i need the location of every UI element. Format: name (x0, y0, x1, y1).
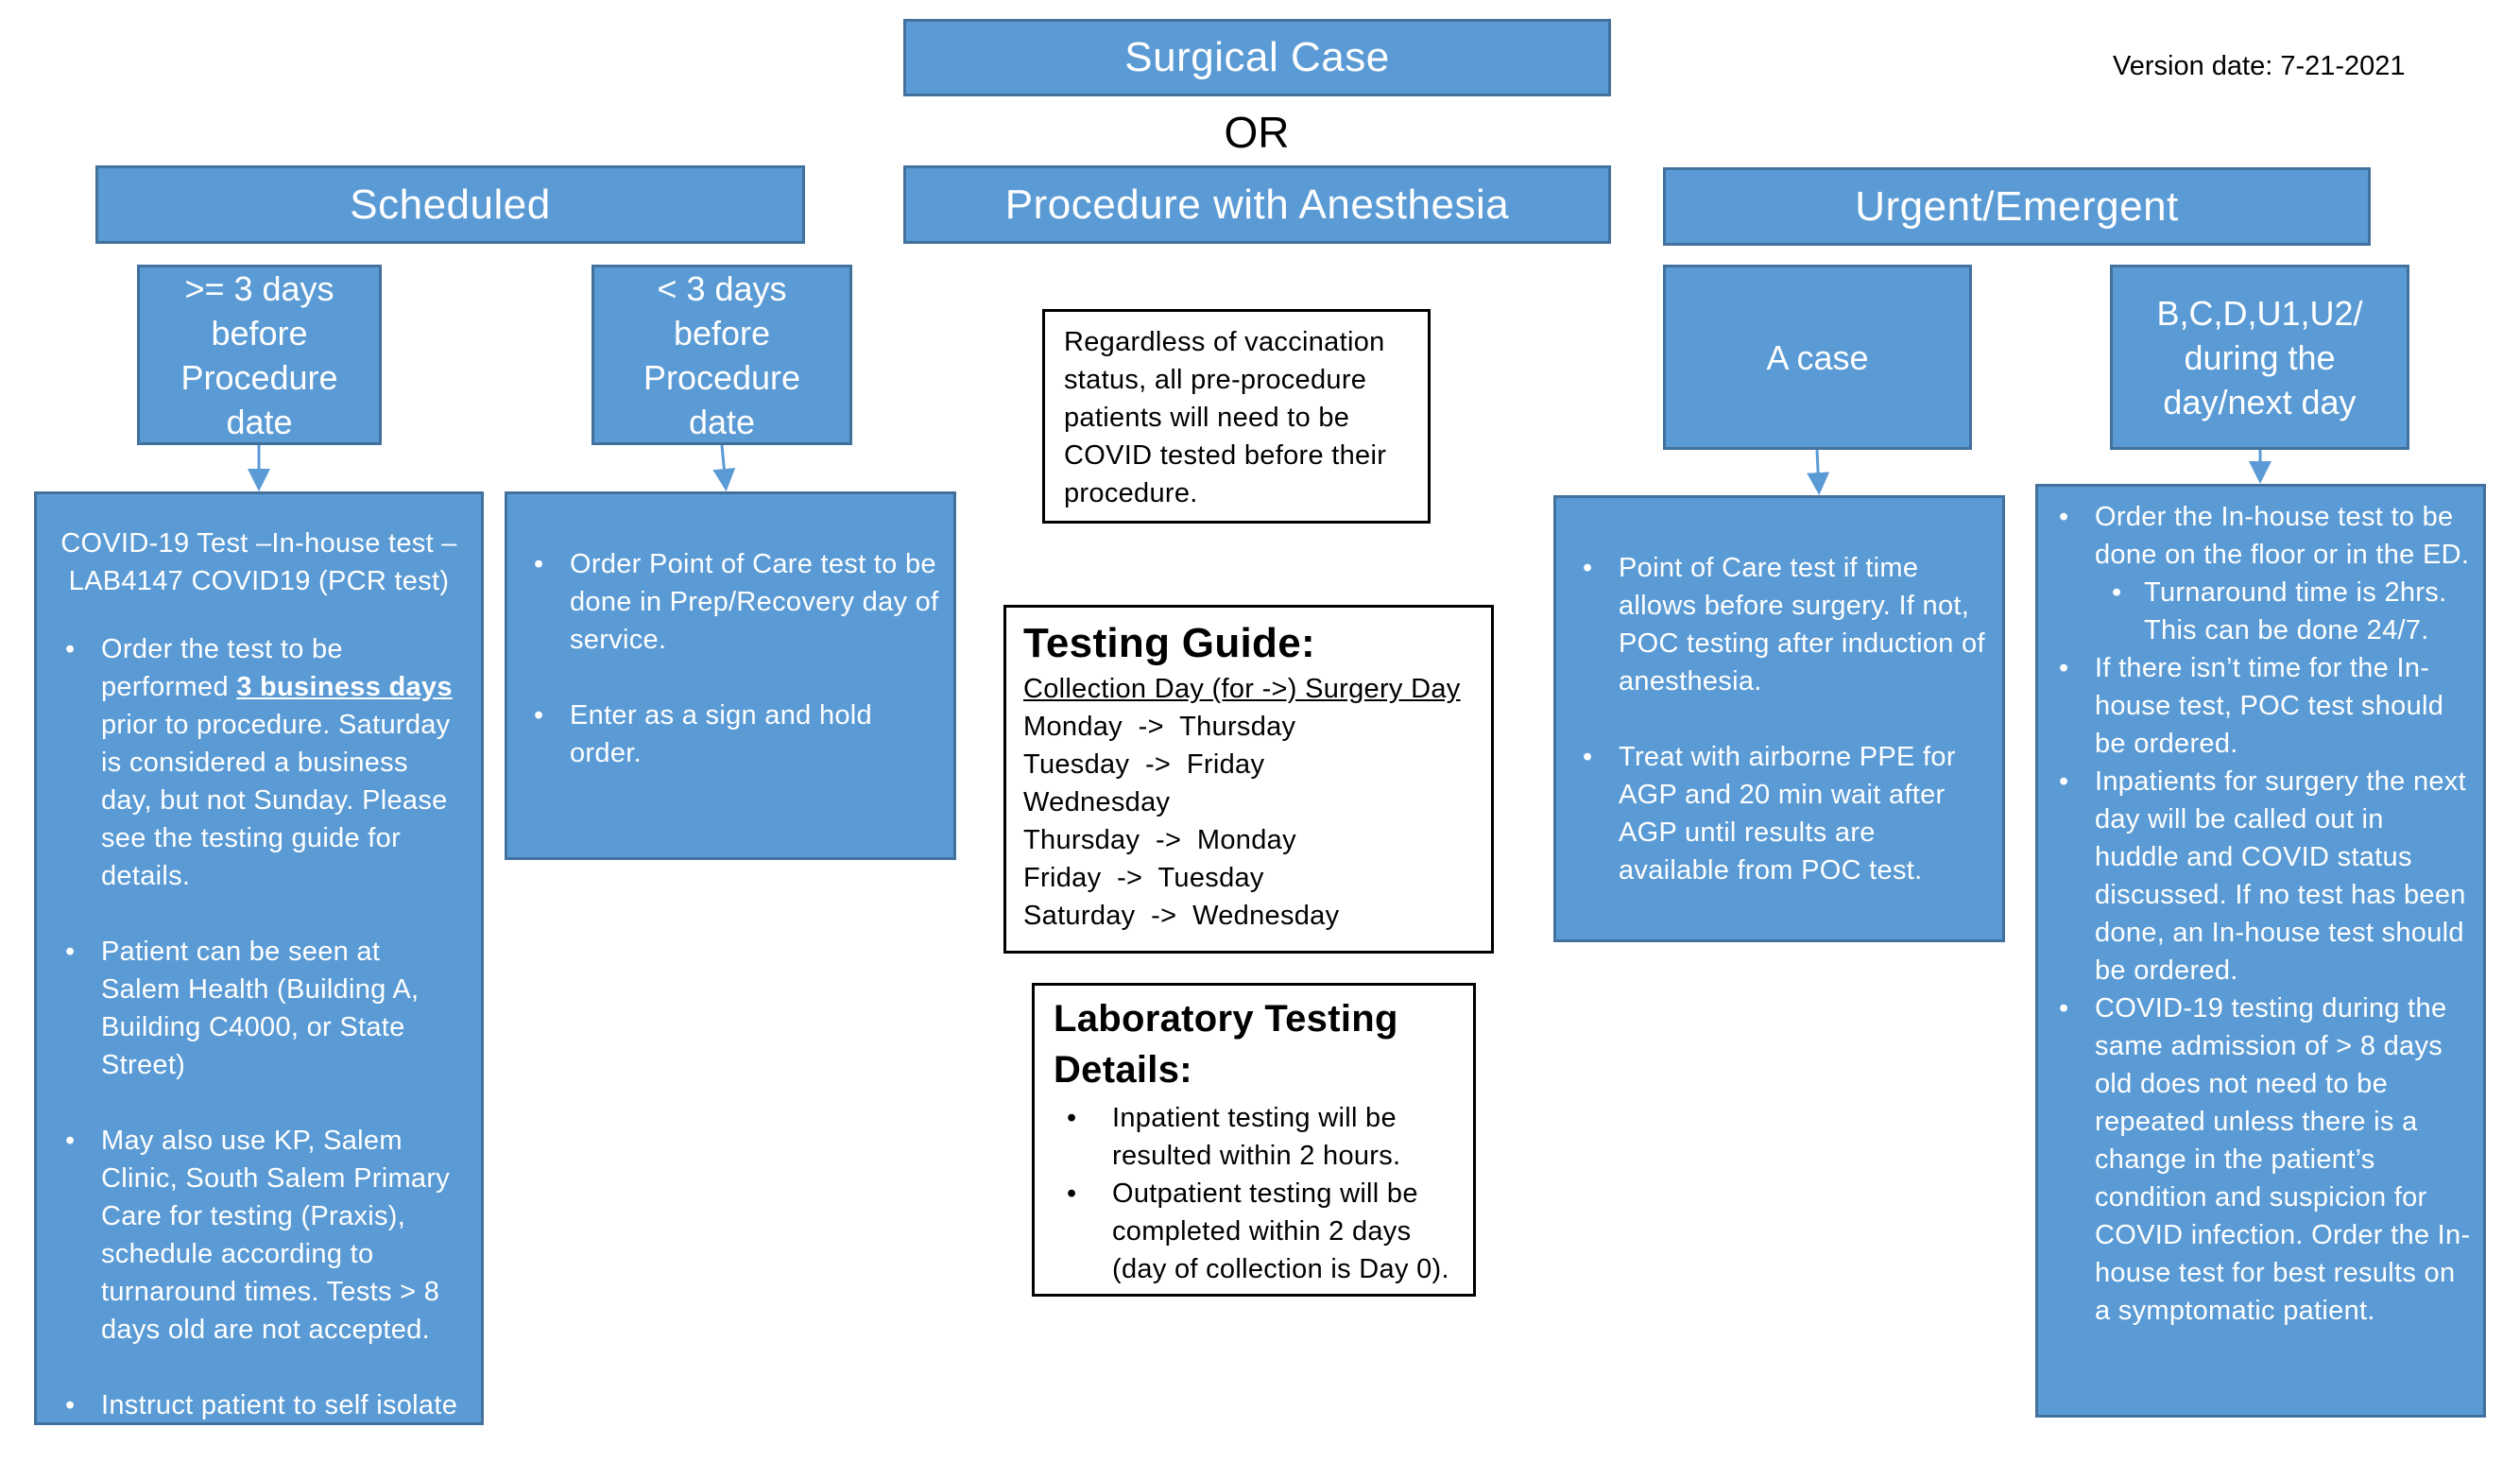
or-label: OR (1224, 108, 1290, 157)
testing-guide-row: Friday -> Tuesday (1023, 863, 1264, 893)
bcd-sub-bullet-list: Turnaround time is 2hrs. This can be don… (2049, 574, 2472, 649)
lab-details-title: Laboratory Testing Details: (1054, 993, 1454, 1095)
arrow-lt3-to-details (712, 444, 736, 491)
bcd-case-line-2: during the (2184, 337, 2336, 377)
vaccination-note-text: Regardless of vaccination status, all pr… (1064, 327, 1387, 508)
bcd-bullet-admission: COVID-19 testing during the same admissi… (2049, 989, 2472, 1330)
a-case-bullet-poc: Point of Care test if time allows before… (1569, 549, 1989, 700)
arrow-a-case-to-details (1807, 449, 1830, 495)
ge3-days-line-1: >= 3 days (184, 268, 334, 308)
three-business-days-emphasis: 3 business days (236, 672, 453, 702)
testing-guide-row: Thursday -> Monday (1023, 825, 1296, 855)
lt3-bullet-poc-test: Order Point of Care test to be done in P… (521, 545, 940, 659)
bcd-case-line-1: B,C,D,U1,U2/ (2156, 293, 2363, 333)
lt3-days-line-1: < 3 days (657, 268, 787, 308)
ge3-bullet-other-clinics: May also use KP, Salem Clinic, South Sal… (56, 1122, 462, 1349)
ge3-days-line-3: Procedure (180, 357, 338, 397)
ge3-bullet-order-suffix: prior to procedure. Saturday is consider… (101, 710, 451, 891)
a-case-box: A case (1663, 265, 1972, 450)
version-date: Version date: 7-21-2021 (2113, 51, 2406, 81)
ge3-days-line-2: before (211, 313, 308, 353)
covid-test-title-line-2: LAB4147 COVID19 (PCR test) (68, 566, 450, 596)
testing-guide-title: Testing Guide: (1023, 620, 1315, 666)
bcd-bullet-poc-fallback: If there isn’t time for the In-house tes… (2049, 649, 2472, 763)
lt3-days-line-3: Procedure (643, 357, 801, 397)
covid-test-title-line-1: COVID-19 Test –In-house test – (60, 528, 457, 559)
covid-test-title: COVID-19 Test –In-house test – LAB4147 C… (56, 525, 462, 600)
testing-guide-column-header: Collection Day (for ->) Surgery Day (1023, 674, 1461, 704)
testing-guide-row: Tuesday -> Friday (1023, 749, 1265, 780)
vaccination-note-box: Regardless of vaccination status, all pr… (1042, 309, 1431, 524)
procedure-with-anesthesia-header: Procedure with Anesthesia (903, 165, 1611, 244)
lt3-bullet-list: Order Point of Care test to be done in P… (521, 545, 940, 772)
ge3-days-line-4: date (226, 402, 293, 441)
lt3-days-line-2: before (673, 313, 771, 353)
testing-guide-row: Monday -> Thursday (1023, 712, 1296, 742)
lab-details-box: Laboratory Testing Details: Inpatient te… (1032, 983, 1476, 1297)
surgical-case-label: Surgical Case (1124, 34, 1390, 80)
ge3-bullet-list: Order the test to be performed 3 busines… (56, 630, 462, 1462)
lt3-bullet-sign-hold: Enter as a sign and hold order. (521, 697, 940, 772)
scheduled-header: Scheduled (95, 165, 805, 244)
lab-details-title-line-1: Laboratory Testing (1054, 998, 1398, 1040)
lab-details-title-line-2: Details: (1054, 1049, 1192, 1091)
testing-guide-box: Testing Guide: Collection Day (for ->) S… (1003, 605, 1494, 954)
urgent-emergent-label: Urgent/Emergent (1855, 182, 2179, 230)
lt3-days-line-4: date (688, 402, 756, 441)
ge3-details-box: COVID-19 Test –In-house test – LAB4147 C… (34, 491, 484, 1458)
testing-guide-row: Wednesday (1023, 787, 1171, 817)
bcd-bullet-inhouse: Order the In-house test to be done on th… (2049, 498, 2472, 649)
a-case-label: A case (1766, 337, 1869, 377)
a-case-bullet-list: Point of Care test if time allows before… (1569, 549, 1989, 889)
urgent-emergent-header: Urgent/Emergent (1663, 167, 2371, 246)
bcd-case-box: B,C,D,U1,U2/ during the day/next day (2110, 265, 2409, 450)
lt3-details-box: Order Point of Care test to be done in P… (505, 491, 956, 860)
ge3-days-box: >= 3 days before Procedure date (137, 265, 382, 445)
procedure-with-anesthesia-label: Procedure with Anesthesia (1004, 181, 1510, 228)
bcd-bullet-inhouse-text: Order the In-house test to be done on th… (2095, 502, 2470, 570)
scheduled-label: Scheduled (350, 181, 551, 228)
bcd-bullet-list: Order the In-house test to be done on th… (2049, 498, 2472, 1330)
ge3-bullet-self-isolate: Instruct patient to self isolate after t… (56, 1386, 462, 1462)
ge3-bullet-location: Patient can be seen at Salem Health (Bui… (56, 933, 462, 1084)
lab-details-bullet-list: Inpatient testing will be resulted withi… (1054, 1099, 1454, 1288)
bcd-case-line-3: day/next day (2163, 382, 2357, 421)
ge3-bullet-order-prefix: Order the test to be performed (101, 634, 343, 702)
lab-bullet-inpatient: Inpatient testing will be resulted withi… (1054, 1099, 1454, 1175)
surgical-case-header: Surgical Case (903, 19, 1611, 96)
a-case-bullet-ppe: Treat with airborne PPE for AGP and 20 m… (1569, 738, 1989, 889)
ge3-bullet-order-test: Order the test to be performed 3 busines… (56, 630, 462, 895)
bcd-sub-bullet-turnaround: Turnaround time is 2hrs. This can be don… (2049, 574, 2472, 649)
testing-guide-row: Saturday -> Wednesday (1023, 901, 1340, 931)
bcd-bullet-inpatients: Inpatients for surgery the next day will… (2049, 763, 2472, 989)
bcd-details-box: Order the In-house test to be done on th… (2035, 484, 2486, 1418)
lt3-days-box: < 3 days before Procedure date (591, 265, 852, 445)
lab-bullet-outpatient: Outpatient testing will be completed wit… (1054, 1175, 1454, 1288)
a-case-details-box: Point of Care test if time allows before… (1553, 495, 2005, 942)
